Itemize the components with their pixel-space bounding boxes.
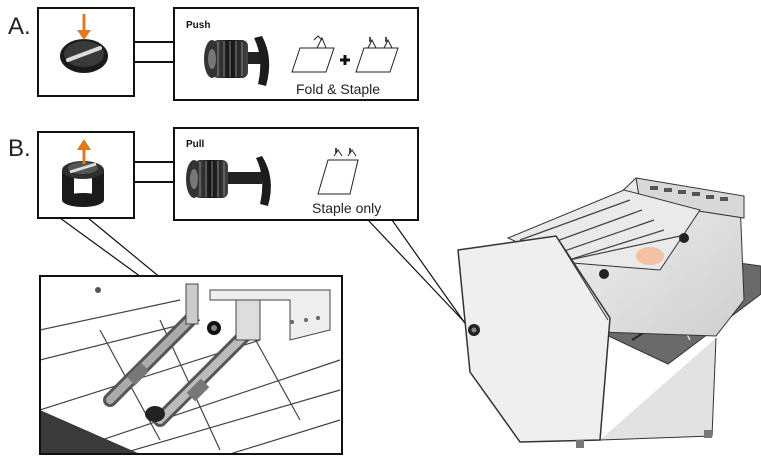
detail-inset xyxy=(39,275,343,455)
step-a-connector xyxy=(134,41,174,63)
step-a-letter: A. xyxy=(8,13,31,40)
plus-icon xyxy=(340,55,350,65)
step-a-caption: Fold & Staple xyxy=(296,81,380,97)
step-b-mode-frame xyxy=(173,127,419,221)
folded-sheet-staples-icon xyxy=(355,37,399,73)
folding-machine-illustration xyxy=(457,177,761,448)
knob-pushed-icon xyxy=(204,36,270,86)
step-a-panel: A. Push xyxy=(8,7,419,101)
folded-sheet-icon xyxy=(291,35,335,73)
step-b-panel: B. Pull xyxy=(8,127,419,221)
step-a-knob-label: Push xyxy=(186,20,210,31)
knob-pulled-icon xyxy=(186,156,271,206)
step-b-connector xyxy=(134,161,174,183)
step-b-letter: B. xyxy=(8,135,31,162)
step-b-knob-label: Pull xyxy=(186,139,205,150)
knob-top-view-icon xyxy=(60,39,108,73)
arrow-up-icon xyxy=(77,139,91,164)
control-panel-buttons xyxy=(650,186,728,201)
step-b-caption: Staple only xyxy=(312,200,381,216)
stapled-sheet-icon xyxy=(317,148,359,195)
knob-pulled-top-view-icon xyxy=(62,161,104,207)
arrow-down-icon xyxy=(77,14,91,40)
